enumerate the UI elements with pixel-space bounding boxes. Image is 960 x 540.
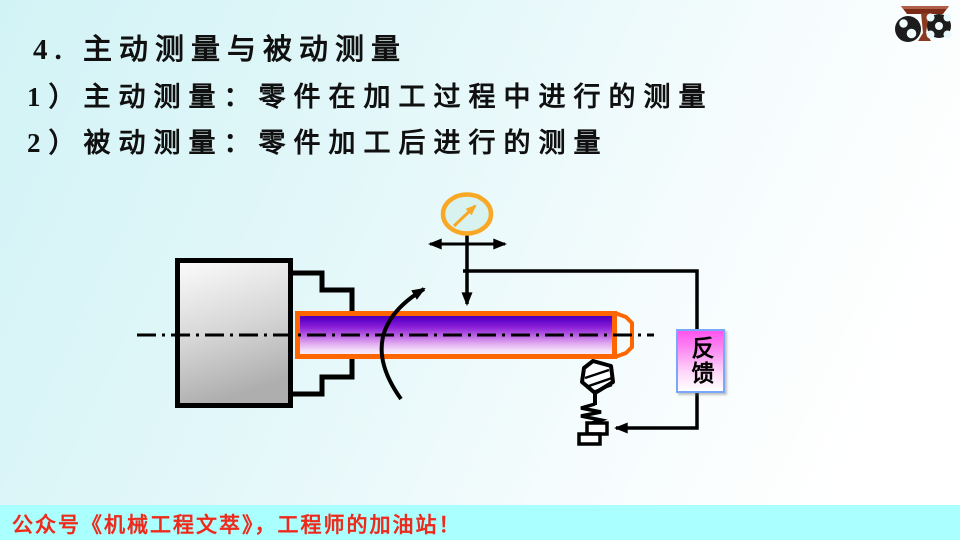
gauge-needle-icon — [452, 204, 477, 228]
brand-logo — [895, 6, 952, 42]
probe-spring-icon — [580, 402, 608, 426]
gear-icon-left — [895, 16, 921, 42]
feedback-label: 反馈 — [688, 336, 714, 386]
chuck-jaw-bottom — [291, 359, 355, 397]
probe-head-hatching — [584, 368, 613, 394]
rotation-arrow-icon — [379, 287, 426, 401]
gear-icon-right — [926, 13, 952, 39]
footer-bar — [0, 505, 960, 540]
bullet-passive-measurement: 2）被动测量：零件加工后进行的测量 — [27, 128, 609, 158]
footer-text: 公众号《机械工程文萃》，工程师的加油站！ — [12, 513, 462, 537]
chuck-jaw-top — [291, 270, 355, 311]
slide-title: 4. 主动测量与被动测量 — [33, 34, 408, 66]
probe-base-lower — [577, 432, 602, 446]
bullet-active-measurement: 1）主动测量：零件在加工过程中进行的测量 — [27, 82, 714, 112]
lathe-chuck-body — [175, 258, 293, 408]
probe-tool — [577, 359, 615, 446]
feedback-box: 反馈 — [676, 329, 725, 393]
